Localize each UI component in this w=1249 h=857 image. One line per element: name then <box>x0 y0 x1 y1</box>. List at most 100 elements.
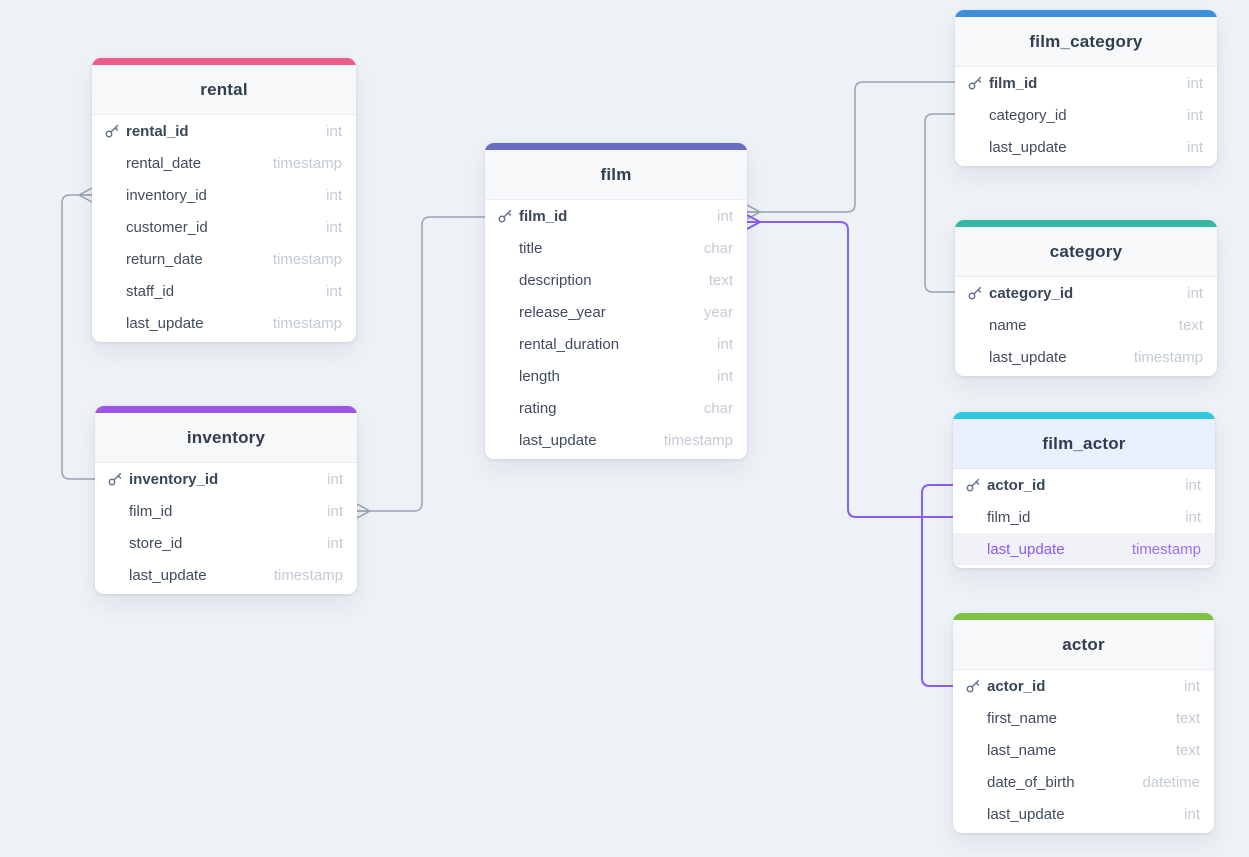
table-inventory[interactable]: inventory inventory_id int film_id int s… <box>95 406 357 594</box>
table-actor[interactable]: actor actor_id int first_name text last_… <box>953 613 1214 833</box>
field-row[interactable]: length int <box>485 360 747 392</box>
field-row[interactable]: store_id int <box>95 527 357 559</box>
field-row[interactable]: first_name text <box>953 702 1214 734</box>
field-row[interactable]: film_id int <box>485 200 747 232</box>
field-row[interactable]: category_id int <box>955 99 1217 131</box>
field-name: actor_id <box>987 476 1046 494</box>
field-row[interactable]: last_update timestamp <box>485 424 747 456</box>
table-header-film-actor[interactable]: film_actor <box>953 419 1215 469</box>
key-icon <box>966 478 980 492</box>
field-row[interactable]: inventory_id int <box>95 463 357 495</box>
field-row[interactable]: film_id int <box>953 501 1215 533</box>
field-row[interactable]: return_date timestamp <box>92 243 356 275</box>
relationship-filmactor-film[interactable] <box>747 221 953 518</box>
field-name: last_update <box>989 138 1067 156</box>
table-accent-strip <box>953 613 1214 620</box>
table-header-film-category[interactable]: film_category <box>955 17 1217 67</box>
field-name: inventory_id <box>126 186 207 204</box>
field-name: last_update <box>987 540 1065 558</box>
table-title: inventory <box>186 427 266 447</box>
field-row[interactable]: staff_id int <box>92 275 356 307</box>
field-type: int <box>327 502 343 520</box>
relationship-filmcategory-category[interactable] <box>924 113 955 293</box>
field-type: int <box>717 367 733 385</box>
table-header-rental[interactable]: rental <box>92 65 356 115</box>
field-row[interactable]: title char <box>485 232 747 264</box>
field-row[interactable]: film_id int <box>955 67 1217 99</box>
table-accent-strip <box>953 412 1215 419</box>
field-row[interactable]: inventory_id int <box>92 179 356 211</box>
field-name: return_date <box>126 250 203 268</box>
field-row[interactable]: rental_date timestamp <box>92 147 356 179</box>
field-row[interactable]: customer_id int <box>92 211 356 243</box>
field-row[interactable]: actor_id int <box>953 469 1215 501</box>
field-type: int <box>1185 476 1201 494</box>
key-icon <box>108 472 122 486</box>
field-name: film_id <box>989 74 1038 92</box>
relationship-inventory-rental[interactable] <box>61 194 95 480</box>
field-name: film_id <box>129 502 173 520</box>
table-accent-strip <box>92 58 356 65</box>
field-type: int <box>1185 508 1201 526</box>
table-rental[interactable]: rental rental_id int rental_date timesta… <box>92 58 356 342</box>
table-title: category <box>1049 241 1123 261</box>
field-row-highlighted[interactable]: last_update timestamp <box>953 533 1215 565</box>
field-row[interactable]: film_id int <box>95 495 357 527</box>
field-row[interactable]: last_name text <box>953 734 1214 766</box>
crow-foot-inventory-film-id <box>356 503 372 519</box>
field-name: last_update <box>989 348 1067 366</box>
key-icon <box>968 286 982 300</box>
field-type: int <box>1187 106 1203 124</box>
relationship-filmactor-actor[interactable] <box>921 484 953 687</box>
field-type: int <box>326 282 342 300</box>
field-type: char <box>703 239 733 257</box>
table-header-film[interactable]: film <box>485 150 747 200</box>
field-name: release_year <box>519 303 606 321</box>
table-title: rental <box>200 79 248 99</box>
field-type: timestamp <box>272 314 342 332</box>
table-header-actor[interactable]: actor <box>953 620 1214 670</box>
table-accent-strip <box>955 220 1217 227</box>
field-row[interactable]: rental_duration int <box>485 328 747 360</box>
field-type: timestamp <box>272 154 342 172</box>
field-row[interactable]: name text <box>955 309 1217 341</box>
field-row[interactable]: last_update timestamp <box>92 307 356 339</box>
relationship-film-inventory[interactable] <box>357 216 485 512</box>
field-type: int <box>327 534 343 552</box>
table-film[interactable]: film film_id int title char description … <box>485 143 747 459</box>
field-type: char <box>703 399 733 417</box>
field-name: customer_id <box>126 218 208 236</box>
table-category[interactable]: category category_id int name text last_… <box>955 220 1217 376</box>
field-row[interactable]: release_year year <box>485 296 747 328</box>
field-type: int <box>717 207 733 225</box>
field-row[interactable]: description text <box>485 264 747 296</box>
field-type: int <box>326 186 342 204</box>
field-name: last_update <box>126 314 204 332</box>
field-name: last_update <box>987 805 1065 823</box>
field-row[interactable]: rating char <box>485 392 747 424</box>
table-header-category[interactable]: category <box>955 227 1217 277</box>
field-row[interactable]: last_update timestamp <box>955 341 1217 373</box>
field-row[interactable]: last_update timestamp <box>95 559 357 591</box>
field-row[interactable]: last_update int <box>955 131 1217 163</box>
table-film-actor[interactable]: film_actor actor_id int film_id int last… <box>953 412 1215 568</box>
field-row[interactable]: last_update int <box>953 798 1214 830</box>
field-row[interactable]: category_id int <box>955 277 1217 309</box>
field-type: int <box>1184 677 1200 695</box>
field-name: rental_date <box>126 154 202 172</box>
table-film-category[interactable]: film_category film_id int category_id in… <box>955 10 1217 166</box>
field-row[interactable]: actor_id int <box>953 670 1214 702</box>
table-header-inventory[interactable]: inventory <box>95 413 357 463</box>
relationship-filmcategory-film[interactable] <box>747 81 955 213</box>
field-name: name <box>989 316 1027 334</box>
table-title: film_category <box>1029 31 1143 51</box>
table-accent-strip <box>95 406 357 413</box>
field-row[interactable]: rental_id int <box>92 115 356 147</box>
field-type: text <box>1178 316 1203 334</box>
field-type: int <box>717 335 733 353</box>
field-row[interactable]: date_of_birth datetime <box>953 766 1214 798</box>
key-icon <box>968 76 982 90</box>
field-name: length <box>519 367 560 385</box>
